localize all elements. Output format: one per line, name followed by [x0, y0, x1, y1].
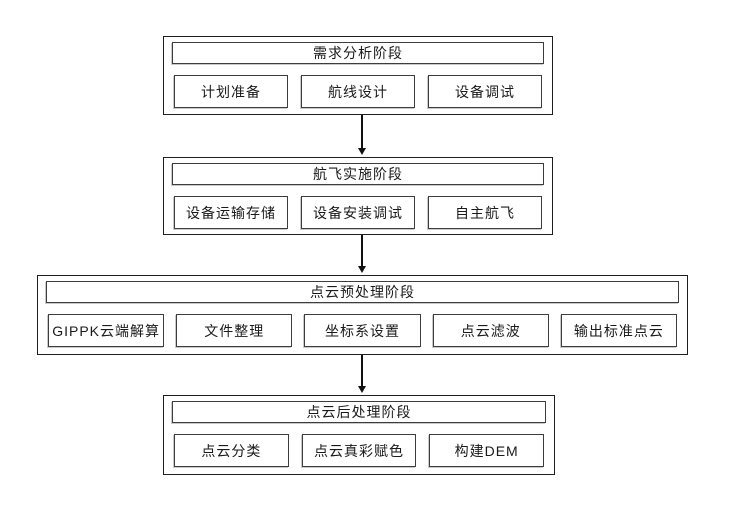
stage-title: 点云后处理阶段	[172, 401, 546, 423]
task-box: 点云分类	[174, 434, 289, 467]
task-box: 文件整理	[176, 314, 293, 347]
arrow-line	[361, 355, 363, 387]
task-box: 航线设计	[301, 75, 415, 108]
task-box: 构建DEM	[429, 434, 545, 467]
task-box: 坐标系设置	[304, 314, 421, 347]
task-box: 自主航飞	[428, 196, 542, 229]
task-box: 设备运输存储	[174, 196, 288, 229]
task-box: 输出标准点云	[560, 314, 678, 347]
flow-arrow	[358, 355, 367, 394]
task-box: 点云滤波	[432, 314, 549, 347]
flow-arrow	[358, 235, 367, 274]
flow-arrow	[358, 115, 367, 156]
stage-title: 航飞实施阶段	[172, 163, 544, 185]
stage-title: 需求分析阶段	[172, 42, 544, 64]
stage-pointcloud-postprocessing: 点云后处理阶段 点云分类 点云真彩赋色 构建DEM	[163, 395, 555, 475]
arrow-head-icon	[358, 386, 366, 393]
arrow-head-icon	[358, 266, 366, 273]
arrow-line	[361, 115, 363, 149]
stage-pointcloud-preprocessing: 点云预处理阶段 GIPPK云端解算 文件整理 坐标系设置 点云滤波 输出标准点云	[37, 275, 688, 355]
arrow-head-icon	[358, 148, 366, 155]
task-box: 设备安装调试	[301, 196, 415, 229]
stage-requirements-analysis: 需求分析阶段 计划准备 航线设计 设备调试	[163, 36, 553, 115]
task-row: 设备运输存储 设备安装调试 自主航飞	[172, 196, 544, 229]
task-box: 点云真彩赋色	[301, 434, 417, 467]
task-box: 计划准备	[174, 75, 288, 108]
stage-title: 点云预处理阶段	[46, 281, 679, 303]
arrow-line	[361, 235, 363, 267]
task-row: 点云分类 点云真彩赋色 构建DEM	[172, 434, 546, 467]
task-box: 设备调试	[428, 75, 542, 108]
task-row: GIPPK云端解算 文件整理 坐标系设置 点云滤波 输出标准点云	[46, 314, 679, 347]
stage-flight-implementation: 航飞实施阶段 设备运输存储 设备安装调试 自主航飞	[163, 157, 553, 235]
task-box: GIPPK云端解算	[48, 314, 165, 347]
task-row: 计划准备 航线设计 设备调试	[172, 75, 544, 108]
